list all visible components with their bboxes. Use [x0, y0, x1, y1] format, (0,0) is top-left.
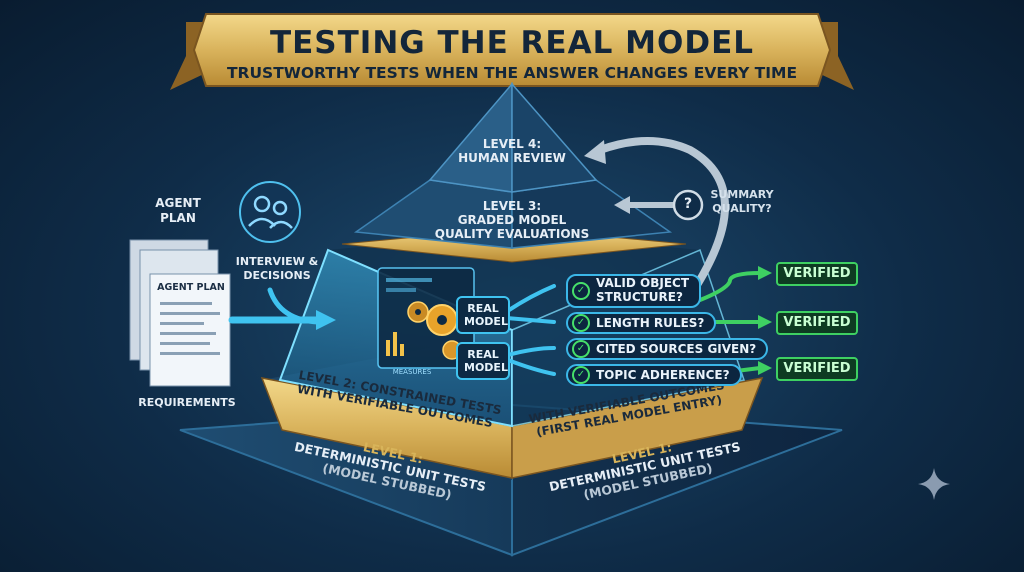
check-cited-sources: ✓ Cited Sources Given?	[566, 338, 769, 360]
requirements-docs	[129, 239, 231, 387]
summary-question-mark: ?	[683, 196, 693, 212]
level3-label: Level 3: Graded Model Quality Evaluation…	[434, 199, 590, 241]
dashboard-screen	[377, 267, 475, 369]
real-model-chip-1: REAL MODEL	[456, 296, 510, 334]
level4-apex	[428, 81, 598, 193]
check-icon: ✓	[572, 340, 590, 358]
verified-badge-2: VERIFIED	[776, 311, 858, 335]
verified-badge-1: VERIFIED	[776, 262, 858, 286]
check-topic-adherence: ✓ Topic Adherence?	[566, 364, 742, 386]
page-title: TESTING THE REAL MODEL	[269, 25, 755, 61]
check-icon: ✓	[572, 314, 590, 332]
interview-label: INTERVIEW & DECISIONS	[235, 255, 319, 283]
interview-icon	[239, 181, 301, 243]
summary-question-icon	[672, 189, 704, 221]
agent-plan-doc-label: AGENT PLAN	[157, 282, 225, 293]
check-length-rules: ✓ Length Rules?	[566, 312, 717, 334]
screen-tag: MEASURES	[392, 368, 432, 376]
check-icon: ✓	[572, 282, 590, 300]
level4-label: Level 4: Human Review	[458, 137, 566, 165]
verified-badge-3: VERIFIED	[776, 357, 858, 381]
agent-plan-title: AGENT PLAN	[155, 196, 201, 225]
flow-arrows	[228, 137, 772, 376]
requirements-label: REQUIREMENTS	[138, 396, 236, 409]
title-banner	[170, 13, 854, 90]
sparkle-icon	[918, 468, 950, 500]
check-icon: ✓	[572, 366, 590, 384]
page-subtitle: TRUSTWORTHY TESTS WHEN THE ANSWER CHANGE…	[226, 64, 798, 82]
real-model-chip-2: REAL MODEL	[456, 342, 510, 380]
check-valid-object-structure: ✓ Valid Object Structure?	[566, 274, 702, 308]
summary-quality-label: SUMMARY QUALITY?	[710, 188, 774, 216]
